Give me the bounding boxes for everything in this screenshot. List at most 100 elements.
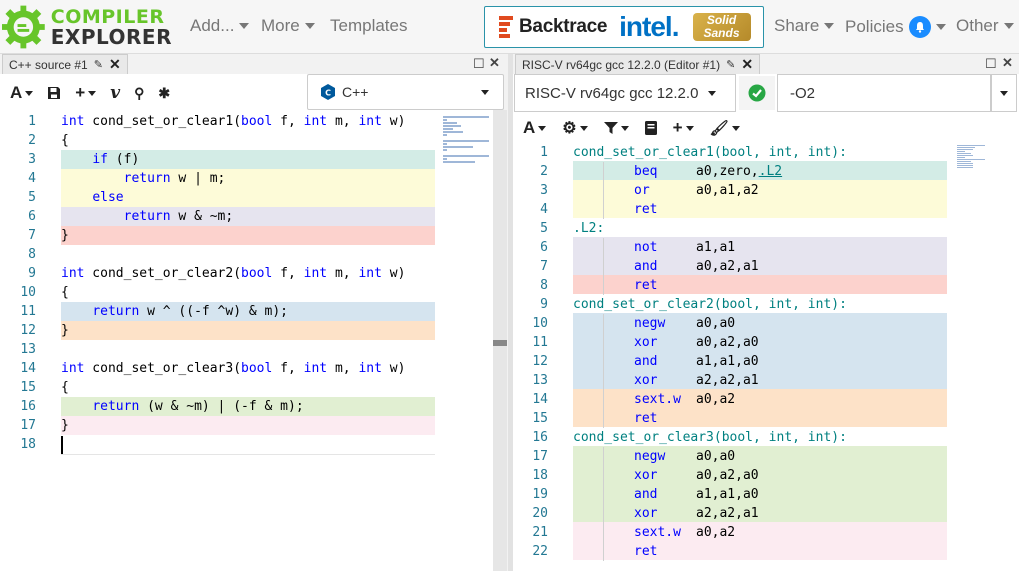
source-line: int cond_set_or_clear3(bool f, int m, in… <box>61 361 406 376</box>
asm-line-number: 11 <box>532 335 548 350</box>
asm-label[interactable]: cond_set_or_clear3(bool, int, int): <box>573 430 847 445</box>
source-line: } <box>61 418 69 433</box>
asm-line-number: 7 <box>540 259 548 274</box>
navbar: COMPILER EXPLORER Add... More Templates … <box>0 0 1019 54</box>
add-menu[interactable]: Add... <box>190 16 250 36</box>
pencil-icon[interactable]: ✎ <box>93 59 103 71</box>
close-pane-icon[interactable]: ✕ <box>489 55 500 70</box>
asm-line-number: 10 <box>532 316 548 331</box>
asm-operands: a0,zero,.L2 <box>696 164 783 179</box>
close-icon[interactable]: ✕ <box>741 56 754 72</box>
asm-label[interactable]: cond_set_or_clear2(bool, int, int): <box>573 297 847 312</box>
line-number: 3 <box>28 152 36 167</box>
asm-opcode: xor <box>634 468 658 483</box>
svg-text:C: C <box>325 89 331 98</box>
line-number: 14 <box>20 361 36 376</box>
source-line: int cond_set_or_clear2(bool f, int m, in… <box>61 266 406 281</box>
asm-line-number: 9 <box>540 297 548 312</box>
source-line: return w | m; <box>123 171 226 186</box>
asm-operands: a0,a0 <box>696 316 736 331</box>
asm-opcode: not <box>634 240 658 255</box>
templates-label: Templates <box>330 16 408 35</box>
add-pane-button[interactable]: + <box>75 83 97 103</box>
source-line: return (w & ~m) | (-f & m); <box>92 399 304 414</box>
line-number: 15 <box>20 380 36 395</box>
compiler-options-input[interactable]: -O2 <box>777 74 991 112</box>
save-icon[interactable] <box>47 86 61 100</box>
cppinsights-icon[interactable]: ⚲ <box>134 84 145 101</box>
policies-menu[interactable]: Policies <box>845 16 946 38</box>
asm-line-number: 21 <box>532 525 548 540</box>
maximize-icon[interactable]: ☐ <box>473 56 485 71</box>
compiler-tab[interactable]: RISC-V rv64gc gcc 12.2.0 (Editor #1) ✎ ✕ <box>515 54 761 74</box>
compiler-label: RISC-V rv64gc gcc 12.2.0 <box>525 84 699 102</box>
asm-line-number: 14 <box>532 392 548 407</box>
libraries-icon[interactable] <box>644 121 657 135</box>
asm-operands: a0,a2,a1 <box>696 259 759 274</box>
asm-label-link[interactable]: .L2 <box>758 164 783 179</box>
close-icon[interactable]: ✕ <box>108 56 121 72</box>
compiler-explorer-logo[interactable]: COMPILER EXPLORER <box>2 3 172 51</box>
source-toolbar: A + v ⚲ ✱ <box>10 80 170 106</box>
font-size-button[interactable]: A <box>523 118 547 138</box>
cpp-logo-icon: C <box>321 84 335 100</box>
source-scrollbar-thumb[interactable] <box>493 340 507 346</box>
pencil-icon[interactable]: ✎ <box>726 59 736 71</box>
line-number: 10 <box>20 285 36 300</box>
compiler-select[interactable]: RISC-V rv64gc gcc 12.2.0 <box>514 74 736 112</box>
asm-line-number: 1 <box>540 145 548 160</box>
source-line: else <box>92 190 124 205</box>
quick-bench-icon[interactable]: ✱ <box>158 84 171 101</box>
filter-button[interactable] <box>603 121 629 135</box>
sponsor-backtrace: Backtrace <box>519 16 608 37</box>
asm-opcode: sext.w <box>634 392 681 407</box>
bell-icon <box>908 16 931 38</box>
source-line: } <box>61 228 69 243</box>
language-select[interactable]: C C++ <box>307 74 504 110</box>
asm-opcode: xor <box>634 335 658 350</box>
source-minimap[interactable] <box>443 116 491 164</box>
chevron-down-icon <box>708 90 717 96</box>
add-tool-button[interactable]: + <box>673 118 694 138</box>
asm-line-number: 4 <box>540 202 548 217</box>
chevron-down-icon <box>304 23 315 29</box>
compiler-toolbar: A ⚙ + 🖌 <box>523 117 740 139</box>
asm-opcode: ret <box>634 202 658 217</box>
asm-line-number: 2 <box>540 164 548 179</box>
line-number: 12 <box>20 323 36 338</box>
options-dropdown-button[interactable] <box>991 74 1017 112</box>
policies-menu-label: Policies <box>845 17 904 36</box>
asm-operands: a1,a1 <box>696 240 736 255</box>
line-number: 18 <box>20 437 36 452</box>
asm-operands: a0,a2,a0 <box>696 335 759 350</box>
other-menu[interactable]: Other <box>956 16 1014 36</box>
asm-operands: a2,a2,a1 <box>696 373 759 388</box>
pane-splitter[interactable] <box>508 54 513 571</box>
line-number: 4 <box>28 171 36 186</box>
compile-status[interactable] <box>739 76 775 110</box>
font-size-button[interactable]: A <box>10 83 34 103</box>
more-menu[interactable]: More <box>261 16 315 36</box>
line-number: 7 <box>28 228 36 243</box>
share-menu[interactable]: Share <box>774 16 835 36</box>
gear-logo-icon <box>2 5 45 49</box>
assembly-minimap[interactable] <box>957 145 987 169</box>
asm-opcode: and <box>634 259 658 274</box>
source-editor-tab[interactable]: C++ source #1 ✎ ✕ <box>2 54 128 74</box>
tools-brush-button[interactable]: 🖌 <box>710 119 740 137</box>
vim-icon[interactable]: v <box>110 83 121 103</box>
asm-label[interactable]: .L2: <box>573 221 605 236</box>
maximize-icon[interactable]: ☐ <box>985 56 997 71</box>
templates-link[interactable]: Templates <box>330 16 407 36</box>
asm-line-number: 3 <box>540 183 548 198</box>
settings-gear-button[interactable]: ⚙ <box>562 118 588 138</box>
add-menu-label: Add... <box>190 16 235 35</box>
line-number: 8 <box>28 247 36 262</box>
source-line: if (f) <box>92 152 140 167</box>
asm-label[interactable]: cond_set_or_clear1(bool, int, int): <box>573 145 847 160</box>
line-number: 13 <box>20 342 36 357</box>
close-pane-icon[interactable]: ✕ <box>1002 55 1013 70</box>
check-circle-icon <box>748 84 766 102</box>
line-number: 11 <box>20 304 36 319</box>
